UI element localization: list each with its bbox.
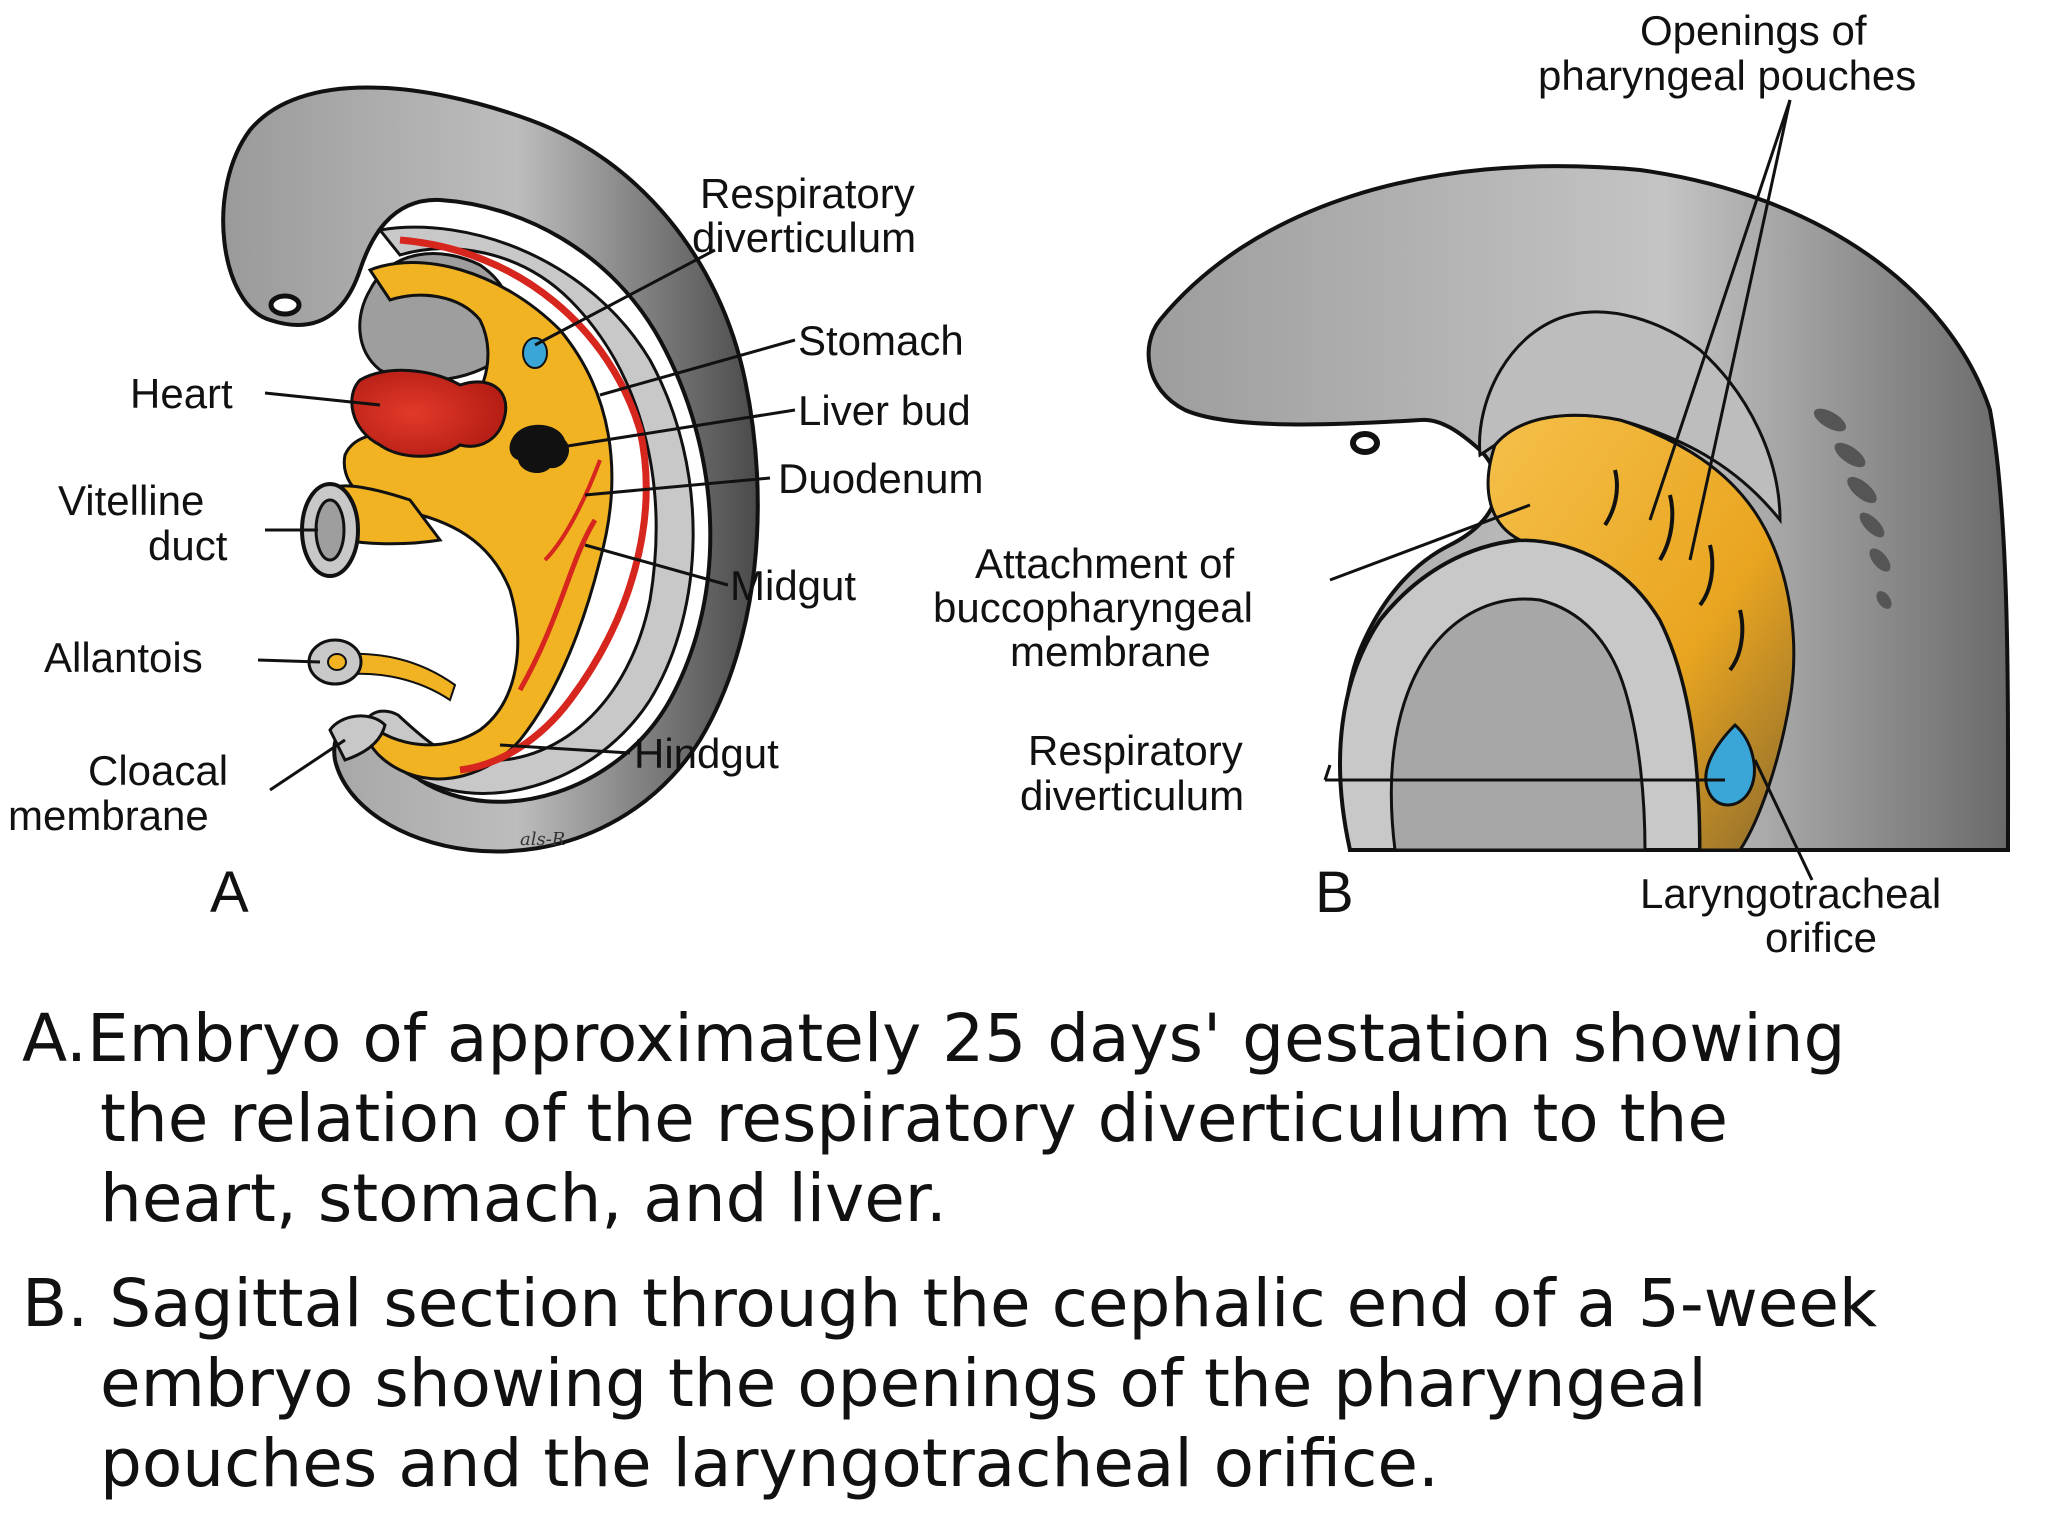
label-resp-b-1: Respiratory <box>1028 727 1243 774</box>
label-liver-bud: Liver bud <box>798 387 971 434</box>
vessel-a-3 <box>543 459 602 562</box>
eye-b <box>1350 431 1380 455</box>
label-heart: Heart <box>130 370 233 417</box>
labels-b: Openings of pharyngeal pouches Attachmen… <box>933 7 1941 961</box>
vessel-a <box>399 236 650 774</box>
pharynx-b <box>1486 413 1796 852</box>
label-vitelline-1: Vitelline <box>58 477 204 524</box>
panel-b-letter: B <box>1315 860 1354 925</box>
label-attach-1: Attachment of <box>975 540 1234 587</box>
label-cloacal-1: Cloacal <box>88 747 228 794</box>
leader-lines-b <box>1323 99 1814 881</box>
label-laryngo-2: orifice <box>1765 914 1877 961</box>
label-resp-b-2: diverticulum <box>1020 772 1244 819</box>
leader-lines-a <box>257 248 796 792</box>
caption-b-line-3: pouches and the laryngotracheal orifice. <box>100 1425 1439 1502</box>
vitelline-duct-lumen <box>314 498 346 562</box>
label-allantois: Allantois <box>44 634 203 681</box>
label-resp-a-1: Respiratory <box>700 170 915 217</box>
labels-a: Heart Vitelline duct Allantois Cloacal m… <box>8 170 983 925</box>
embryo-b-arch-inner <box>1389 597 1647 852</box>
liver-bud-shape <box>509 424 570 474</box>
label-openings-2: pharyngeal pouches <box>1538 52 1916 99</box>
embryo-b-hood <box>1478 310 1782 525</box>
label-attach-2: buccopharyngeal <box>933 584 1253 631</box>
label-attach-3: membrane <box>1010 628 1211 675</box>
vessel-a-2 <box>517 518 598 692</box>
label-midgut: Midgut <box>730 562 856 609</box>
label-resp-a-2: diverticulum <box>692 214 916 261</box>
panel-b-drawing <box>1146 99 2011 881</box>
caption-a-line-1: A.Embryo of approximately 25 days' gesta… <box>22 1000 1846 1077</box>
cloacal-shape <box>328 714 387 762</box>
pouch-slits <box>1603 469 1745 672</box>
caption-a-line-3: heart, stomach, and liver. <box>100 1160 947 1237</box>
label-vitelline-2: duct <box>148 522 228 569</box>
panel-a-drawing: als-R <box>221 85 796 854</box>
artist-signature: als-R <box>520 829 565 850</box>
panel-a-letter: A <box>210 860 249 925</box>
eye-a <box>268 293 302 317</box>
embryo-diagram: als-R Heart Vitelline duct Allantois Clo… <box>8 7 2011 961</box>
label-cloacal-2: membrane <box>8 792 209 839</box>
caption-a-line-2: the relation of the respiratory divertic… <box>100 1080 1728 1157</box>
label-hindgut: Hindgut <box>634 730 779 777</box>
resp-diverticulum-a <box>522 337 548 369</box>
pharyngeal-clefts <box>1813 408 1892 609</box>
resp-diverticulum-b <box>1704 722 1756 807</box>
label-stomach: Stomach <box>798 317 964 364</box>
heart-shape <box>350 368 508 458</box>
allantois-lumen <box>327 653 347 671</box>
label-openings-1: Openings of <box>1640 7 1867 54</box>
caption-b-line-1: B. Sagittal section through the cephalic… <box>22 1265 1878 1342</box>
label-laryngo-1: Laryngotracheal <box>1640 870 1941 917</box>
caption-b-line-2: embryo showing the openings of the phary… <box>100 1345 1707 1422</box>
label-duodenum: Duodenum <box>778 455 983 502</box>
